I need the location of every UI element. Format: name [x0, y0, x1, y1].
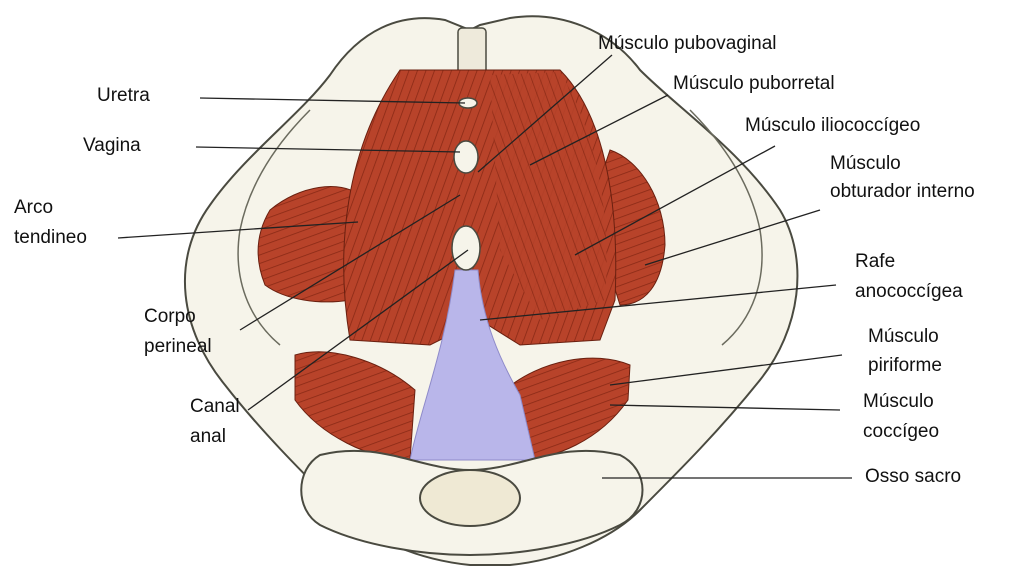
label-iliococcigeo: Músculo iliococcígeo: [745, 114, 920, 138]
anal-canal-opening: [452, 226, 480, 270]
label-osso-sacro: Osso sacro: [865, 465, 961, 489]
label-arco-line2: tendineo: [14, 226, 87, 250]
label-puborretal: Músculo puborretal: [673, 72, 835, 96]
label-coccigeo-line1: Músculo: [863, 390, 934, 414]
label-corpo-line2: perineal: [144, 335, 212, 359]
label-arco-line1: Arco: [14, 196, 53, 220]
label-piriforme-line1: Músculo: [868, 325, 939, 349]
label-rafe-line1: Rafe: [855, 250, 895, 274]
label-obturador-line1: Músculo: [830, 152, 901, 176]
label-corpo-line1: Corpo: [144, 305, 196, 329]
label-vagina: Vagina: [83, 134, 141, 158]
sacral-body: [420, 470, 520, 526]
label-coccigeo-line2: coccígeo: [863, 420, 939, 444]
label-piriforme-line2: piriforme: [868, 354, 942, 378]
label-rafe-line2: anococcígea: [855, 280, 963, 304]
label-uretra: Uretra: [97, 84, 150, 108]
vagina-opening: [454, 141, 478, 173]
label-pubovaginal: Músculo pubovaginal: [598, 32, 777, 56]
label-obturador-line2: obturador interno: [830, 180, 975, 204]
label-canal-line1: Canal: [190, 395, 240, 419]
label-canal-line2: anal: [190, 425, 226, 449]
